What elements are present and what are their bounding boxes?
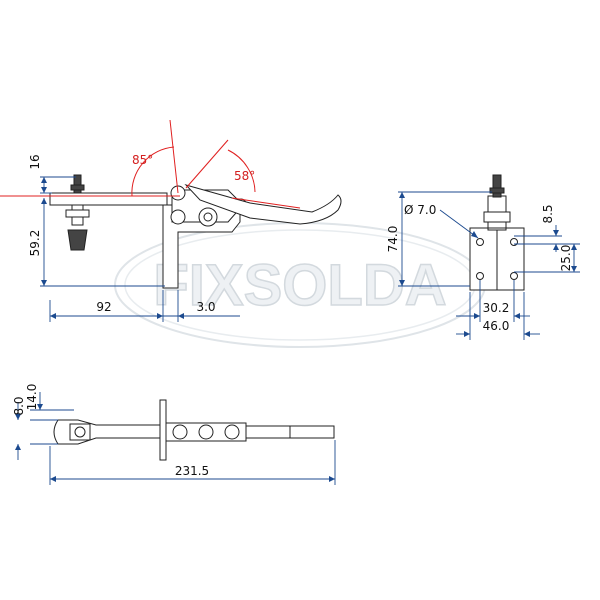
top-view-dimensions: 14.0 8.0 231.5 xyxy=(12,384,336,485)
mount-hole xyxy=(510,272,518,280)
side-view-dimensions: 16 59.2 92 3.0 xyxy=(28,154,240,322)
dim-top-length: 231.5 xyxy=(175,464,209,478)
dim-hole-diameter: Ø 7.0 xyxy=(404,203,436,217)
dim-top-height-outer: 14.0 xyxy=(25,384,39,411)
mount-hole xyxy=(476,272,484,280)
watermark-text: FIXSOLDA xyxy=(153,253,446,318)
clamp-arm xyxy=(49,192,168,206)
dim-side-height-top: 16 xyxy=(28,154,42,169)
opening-angle-line xyxy=(169,119,179,194)
handle-angle-line xyxy=(185,139,229,189)
dim-front-height: 74.0 xyxy=(386,226,400,253)
dim-top-height-inner: 8.0 xyxy=(12,396,26,415)
dim-side-height-bottom: 59.2 xyxy=(28,230,42,257)
opening-angle-arc xyxy=(131,146,175,197)
dim-front-width-inner: 30.2 xyxy=(483,301,510,315)
dim-front-offset-large: 25.0 xyxy=(559,245,573,272)
spindle-stud xyxy=(73,174,82,194)
front-stud xyxy=(492,174,502,198)
top-view xyxy=(53,399,335,461)
handle xyxy=(184,184,342,225)
mount-hole xyxy=(476,238,484,246)
handle-angle-label: 58° xyxy=(234,169,255,183)
rubber-pad xyxy=(67,229,88,251)
opening-angle-label: 85° xyxy=(132,153,153,167)
dim-front-width-outer: 46.0 xyxy=(483,319,510,333)
top-spindle xyxy=(74,426,86,438)
front-view-dimensions: 74.0 Ø 7.0 8.5 25.0 30.2 46.0 xyxy=(386,191,580,340)
watermark: FIXSOLDA xyxy=(114,222,486,348)
side-view xyxy=(49,174,342,289)
dim-front-offset-small: 8.5 xyxy=(541,204,555,223)
dim-side-width-right: 3.0 xyxy=(196,300,215,314)
pivot-bottom xyxy=(170,209,186,225)
dim-side-width-left: 92 xyxy=(96,300,111,314)
top-base-plate xyxy=(159,399,167,461)
handle-angle-arc xyxy=(227,149,256,193)
angle-indicators: 85° 58° xyxy=(0,119,301,209)
